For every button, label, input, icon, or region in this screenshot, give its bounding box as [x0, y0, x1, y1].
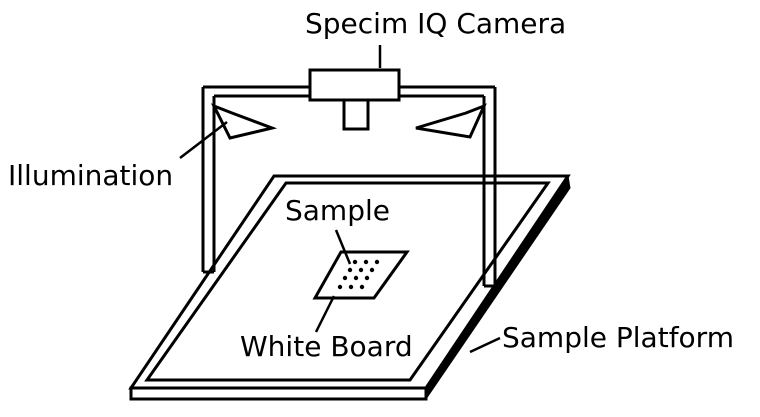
illumination-lamps	[210, 103, 487, 140]
illumination-leader	[179, 121, 228, 159]
white-board-label: White Board	[240, 330, 413, 363]
right-lamp	[415, 103, 487, 139]
camera-label: Specim IQ Camera	[305, 7, 567, 40]
white-board-leader	[314, 295, 336, 333]
sample-dots	[337, 259, 380, 290]
platform-leader	[469, 336, 501, 354]
sample-leader	[334, 229, 352, 265]
camera-frame	[201, 68, 497, 288]
leader-lines	[179, 45, 501, 354]
illumination-label: Illumination	[8, 159, 174, 192]
sample-platform-label: Sample Platform	[502, 321, 734, 354]
sample-label: Sample	[285, 194, 390, 227]
left-lamp	[210, 103, 278, 140]
